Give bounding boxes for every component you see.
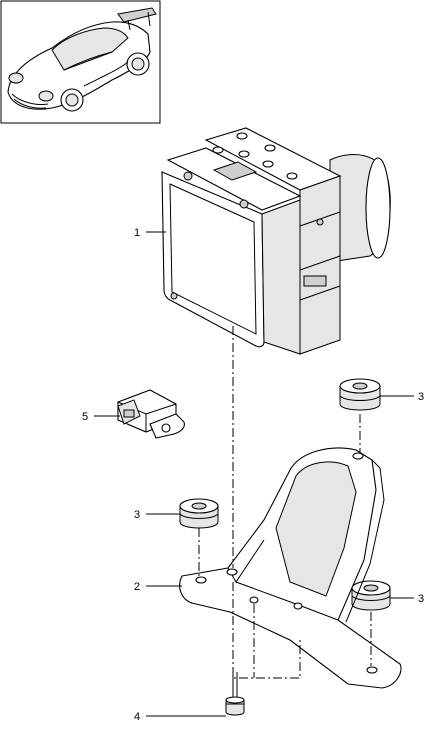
callout-labels: 1 2 3 3 3 4 5 [82,227,424,723]
callout-3-top: 3 [418,391,424,403]
callout-2: 2 [134,581,140,593]
callout-1: 1 [134,227,140,239]
callout-5: 5 [82,411,88,423]
screw [225,672,245,716]
rubber-mount-top [339,378,381,411]
mounting-bracket [179,447,402,689]
rubber-mount-left [179,498,219,529]
vehicle-thumbnail [0,0,161,124]
callout-3-right: 3 [418,593,424,605]
hydraulic-unit [161,127,391,355]
rubber-mount-right [351,580,391,611]
sensor [117,389,185,439]
callout-4: 4 [134,711,140,723]
callout-3-left: 3 [134,509,140,521]
assembly-lines [198,326,372,679]
callout-leaders [94,231,414,717]
